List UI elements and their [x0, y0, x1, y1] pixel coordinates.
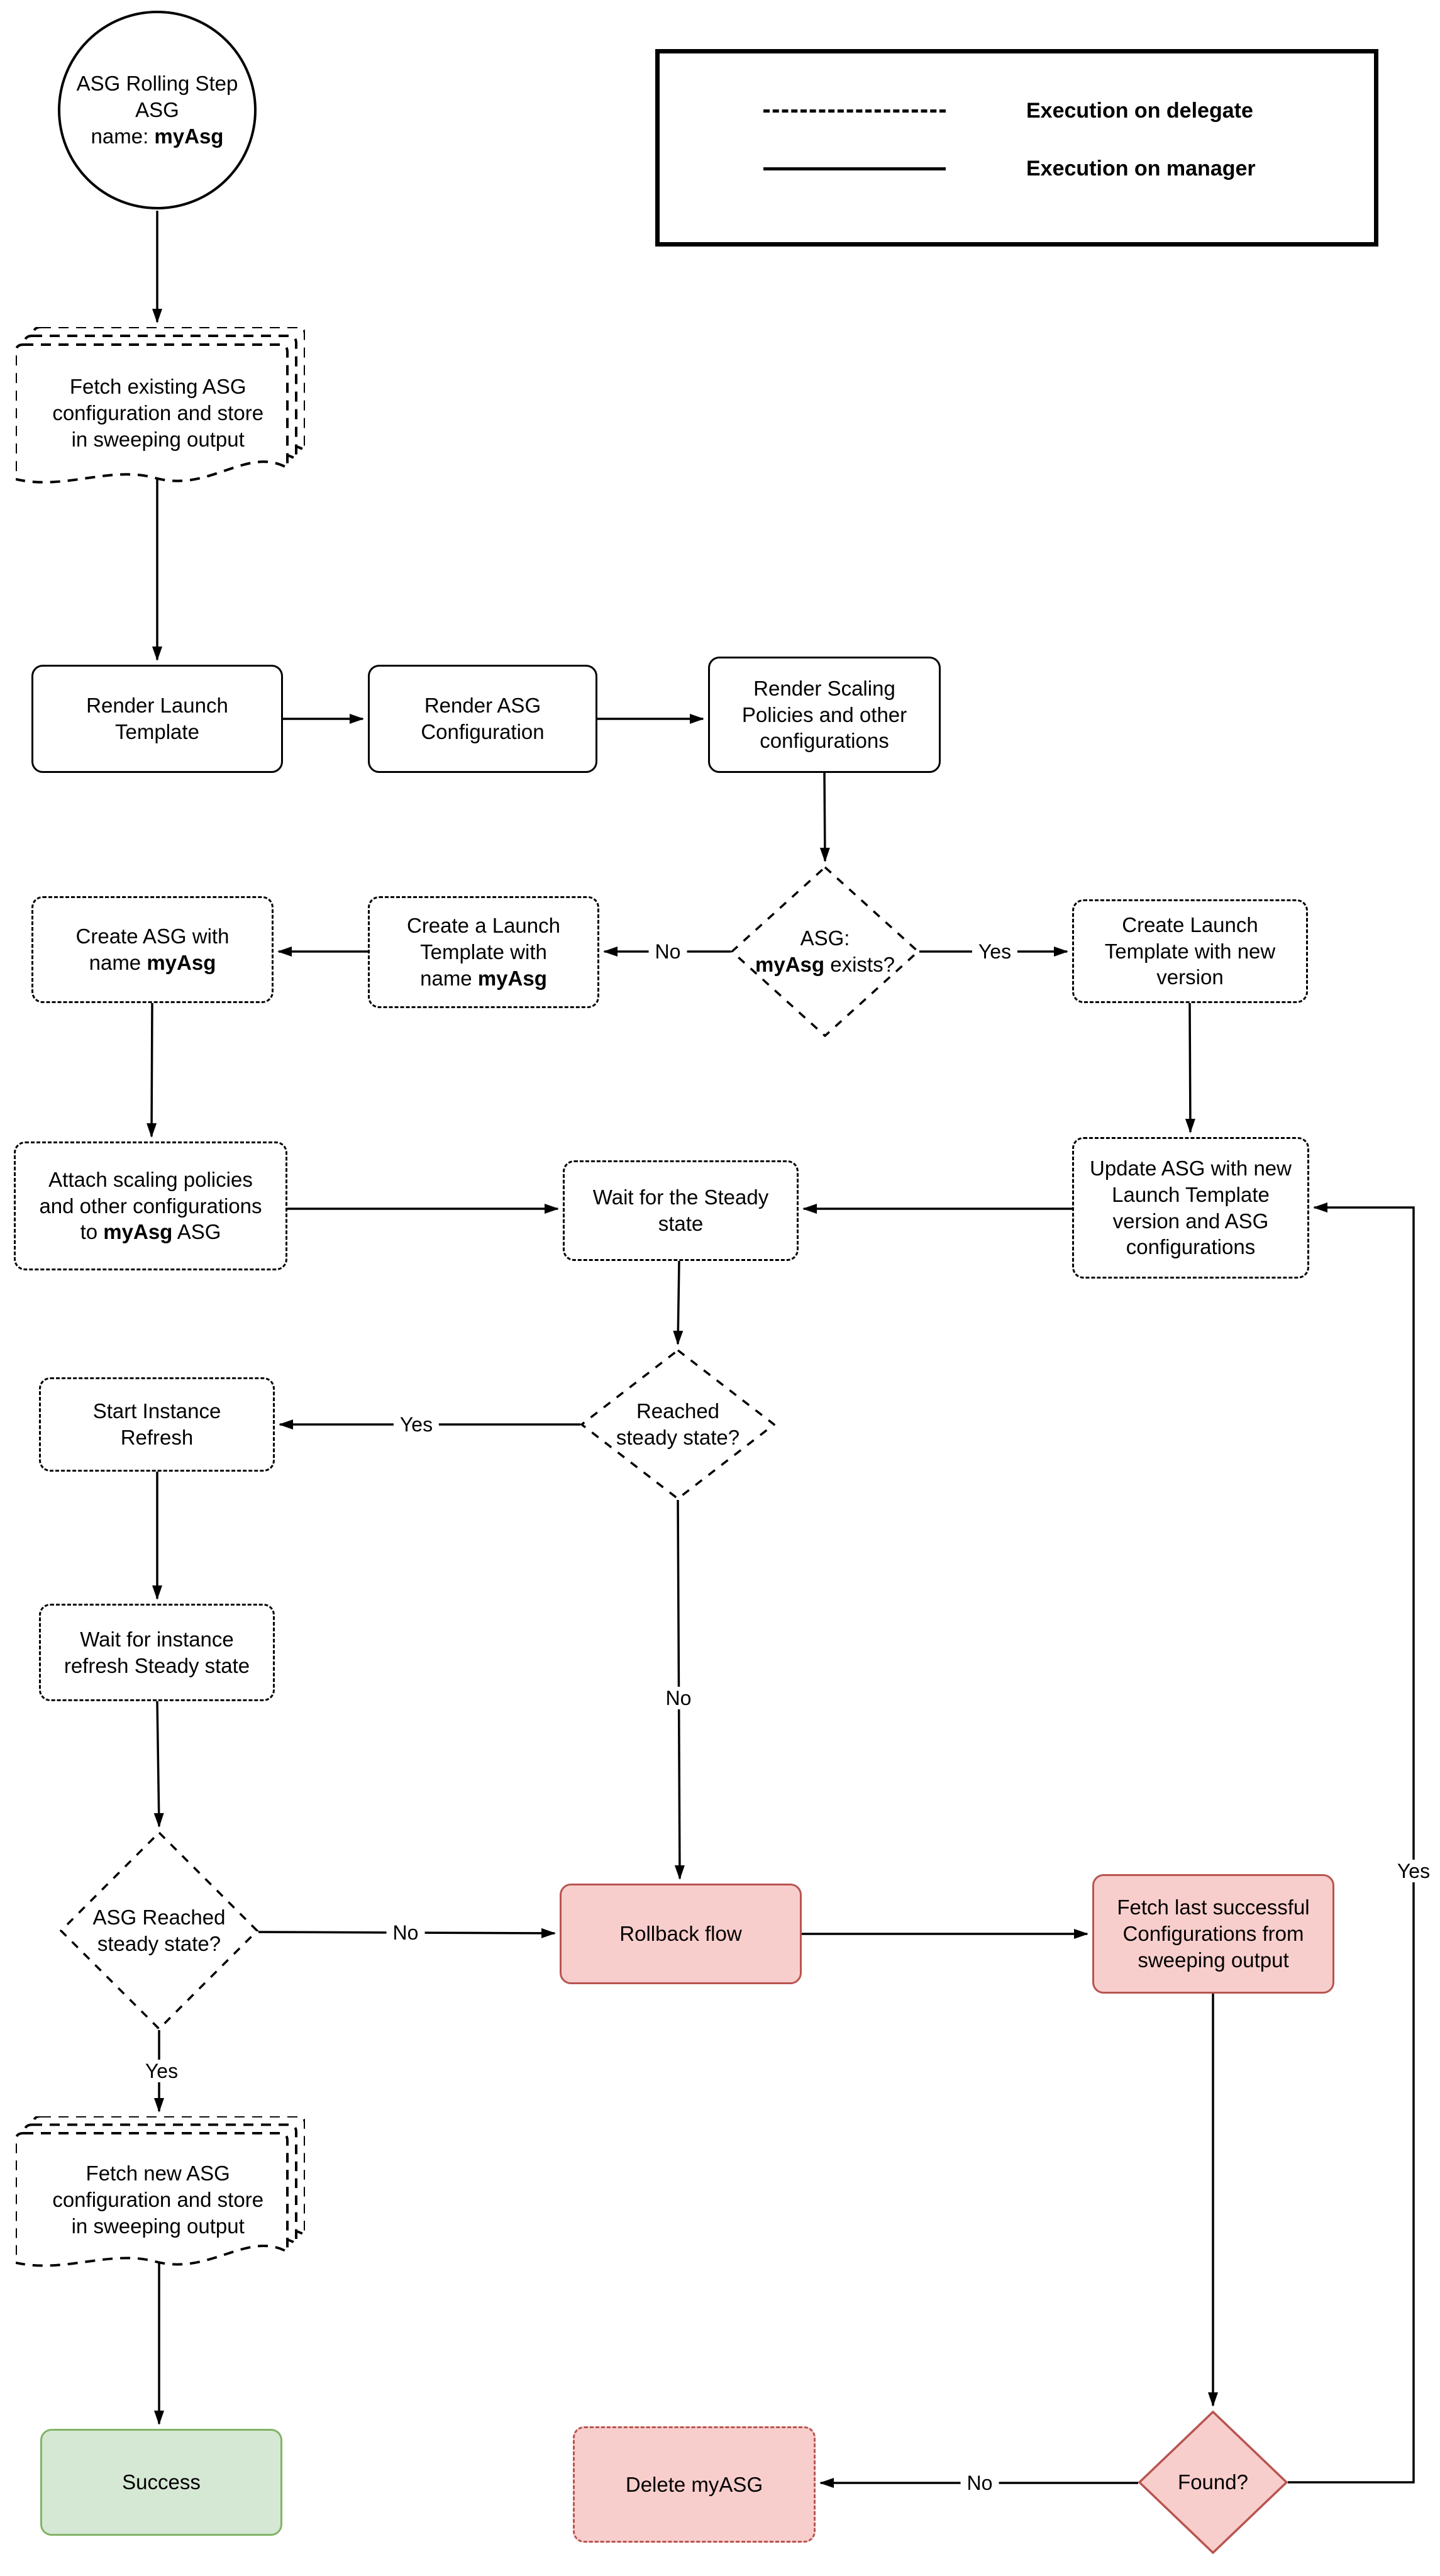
legend-row-delegate: Execution on delegate — [763, 96, 1374, 125]
node-delete-myasg: Delete myASG — [573, 2426, 816, 2543]
asg-exists-diamond-shape — [731, 866, 919, 1037]
node-found: Found? — [1138, 2411, 1288, 2554]
fetch-new-sheet-1 — [16, 2132, 289, 2267]
edge-render3-exists — [819, 772, 830, 862]
edge-label-reached-yes-start-ir: Yes — [393, 1413, 440, 1436]
reached-steady-diamond-shape — [580, 1349, 775, 1500]
legend-label-manager: Execution on manager — [1026, 156, 1256, 180]
edge-wait-reached — [673, 1260, 684, 1345]
node-label-delete-myasg: Delete myASG — [625, 2472, 763, 2496]
edge-label-exists-yes-create-ltnew: Yes — [972, 940, 1018, 963]
edge-found-yes-update — [1288, 1202, 1415, 2484]
node-label-found: Found? — [1178, 2470, 1248, 2494]
legend-row-manager: Execution on manager — [763, 154, 1374, 183]
solid-line-sample — [763, 167, 946, 170]
node-label-rollback-flow: Rollback flow — [619, 1922, 742, 1946]
node-rollback-flow: Rollback flow — [560, 1884, 802, 1984]
edge-label-reached-no-rollback: No — [659, 1687, 698, 1709]
fetch-existing-sheet-1 — [16, 343, 289, 484]
legend: Execution on delegate Execution on manag… — [655, 49, 1378, 247]
edge-label-found-no-delete: No — [960, 2472, 999, 2494]
edge-label-found-yes-update: Yes — [1390, 1860, 1437, 1882]
edge-wait-ir-asg-reached — [153, 1701, 164, 1828]
found-diamond-shape — [1138, 2411, 1288, 2554]
edge-label-asg-reached-yes-fetch-new: Yes — [138, 2060, 185, 2082]
node-label-success: Success — [122, 2470, 201, 2494]
node-asg-exists: ASG:myAsg exists? — [731, 866, 919, 1037]
edge-label-exists-no-create-lt: No — [648, 940, 687, 963]
node-success: Success — [40, 2429, 282, 2536]
edge-label-asg-reached-no-rollback: No — [386, 1921, 425, 1944]
node-label-asg-exists: ASG:myAsg exists? — [755, 926, 895, 976]
legend-label-delegate: Execution on delegate — [1026, 98, 1253, 123]
dashed-line-sample — [763, 109, 946, 113]
asg-reached-steady-diamond-shape — [60, 1831, 258, 2030]
